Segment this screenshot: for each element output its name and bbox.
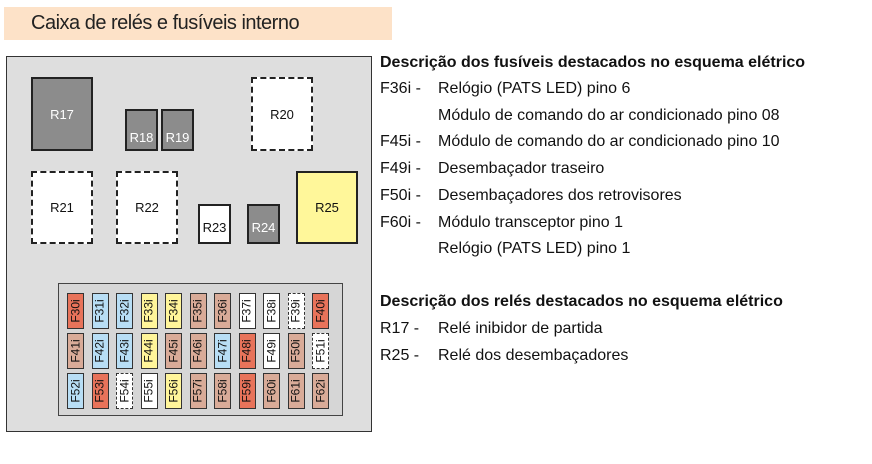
- fuse-f37i: F37i: [238, 293, 256, 329]
- fuse-label: F54i: [117, 379, 132, 403]
- fuse-label: F46i: [191, 339, 205, 363]
- fuse-f55i: F55i: [140, 373, 158, 409]
- fuse-f48i: F48i: [238, 333, 256, 369]
- relay-r24: R24: [247, 204, 280, 244]
- item-description: Módulo de comando do ar condicionado pin…: [438, 106, 780, 124]
- fuse-label: F40i: [313, 299, 328, 323]
- item-code: F36i -: [380, 80, 421, 97]
- fuse-f57i: F57i: [189, 373, 207, 409]
- fuse-f50i: F50i: [287, 333, 305, 369]
- relay-r25: R25: [296, 171, 358, 244]
- fuse-label: F39i: [289, 299, 303, 323]
- fuse-f46i: F46i: [189, 333, 207, 369]
- fuse-label: F52i: [68, 379, 83, 403]
- fuse-f41i: F41i: [67, 333, 84, 369]
- fuse-label: F51i: [313, 339, 328, 363]
- item-description: Relógio (PATS LED) pino 6: [438, 80, 631, 97]
- fuse-label: F31i: [93, 299, 107, 323]
- item-code: F49i -: [380, 160, 421, 178]
- fuse-f44i: F44i: [140, 333, 158, 369]
- fuse-f38i: F38i: [263, 293, 280, 329]
- item-description: Relógio (PATS LED) pino 1: [438, 240, 631, 258]
- fuse-f39i: F39i: [287, 293, 305, 329]
- fuse-f54i: F54i: [116, 373, 133, 409]
- item-description: Desembaçadores dos retrovisores: [438, 186, 682, 204]
- relay-r23: R23: [198, 204, 231, 244]
- item-code: R17 -: [380, 320, 420, 337]
- fuse-f56i: F56i: [165, 373, 182, 409]
- fuse-label: F33i: [142, 299, 156, 323]
- fuse-f30i: F30i: [67, 293, 84, 329]
- item-description: Módulo de comando do ar condicionado pin…: [438, 133, 780, 151]
- fuse-label: F37i: [240, 299, 254, 323]
- relay-r21: R21: [31, 171, 93, 244]
- fuse-label: F47i: [215, 339, 230, 363]
- fuse-label: F50i: [289, 339, 303, 363]
- item-code: F50i -: [380, 186, 421, 204]
- fuse-label: F44i: [142, 339, 156, 363]
- relay-r20: R20: [251, 77, 313, 151]
- fuse-f49i: F49i: [263, 333, 280, 369]
- item-code: F45i -: [380, 133, 421, 151]
- fuse-f52i: F52i: [67, 373, 84, 409]
- item-code: F60i -: [380, 213, 421, 231]
- item-description: Módulo transceptor pino 1: [438, 213, 623, 231]
- fuse-f47i: F47i: [214, 333, 231, 369]
- item-code: R25 -: [380, 346, 420, 364]
- relay-r22: R22: [116, 171, 178, 244]
- fuse-label: F43i: [117, 339, 132, 363]
- fuse-label: F62i: [313, 379, 328, 403]
- fuse-label: F45i: [166, 339, 181, 363]
- relay-r17: R17: [31, 77, 93, 151]
- fuse-f31i: F31i: [91, 293, 109, 329]
- fuse-label: F61i: [289, 379, 303, 403]
- fuse-label: F57i: [191, 379, 205, 403]
- fuse-label: F41i: [68, 339, 83, 363]
- fuse-f32i: F32i: [116, 293, 133, 329]
- item-description: Relé inibidor de partida: [438, 320, 603, 337]
- fuse-label: F53i: [93, 379, 107, 403]
- item-description: Desembaçador traseiro: [438, 160, 605, 178]
- fuse-label: F59i: [240, 379, 254, 403]
- fuse-f45i: F45i: [165, 333, 182, 369]
- fuse-label: F36i: [215, 299, 230, 323]
- section-title: Caixa de relés e fusíveis interno: [31, 12, 300, 34]
- fuse-f53i: F53i: [91, 373, 109, 409]
- relay-r18: R18: [125, 109, 158, 151]
- fuse-label: F42i: [93, 339, 107, 363]
- fuse-label: F48i: [240, 339, 254, 363]
- relay-r19: R19: [161, 109, 194, 151]
- fuse-f36i: F36i: [214, 293, 231, 329]
- fuse-label: F32i: [117, 299, 132, 323]
- fuse-f62i: F62i: [312, 373, 329, 409]
- fuse-f35i: F35i: [189, 293, 207, 329]
- fuse-panel: F30i F31i F32i F33i F34i F35i F36i F37i F38i F39i…: [58, 283, 343, 416]
- fuse-f61i: F61i: [287, 373, 305, 409]
- fuse-f33i: F33i: [140, 293, 158, 329]
- fuse-label: F38i: [264, 299, 279, 323]
- item-description: Relé dos desembaçadores: [438, 346, 629, 364]
- fuse-section-heading: Descrição dos fusíveis destacados no esq…: [380, 54, 806, 71]
- fuse-label: F55i: [142, 379, 156, 403]
- fuse-label: F35i: [191, 299, 205, 323]
- fuse-label: F60i: [264, 379, 279, 403]
- relay-section-heading: Descrição dos relés destacados no esquem…: [380, 293, 783, 310]
- fuse-f51i: F51i: [312, 333, 329, 369]
- fuse-f60i: F60i: [263, 373, 280, 409]
- fuse-label: F56i: [166, 379, 181, 403]
- fuse-f59i: F59i: [238, 373, 256, 409]
- fuse-f43i: F43i: [116, 333, 133, 369]
- fuse-label: F49i: [264, 339, 279, 363]
- fuse-label: F30i: [68, 299, 83, 323]
- fuse-f40i: F40i: [312, 293, 329, 329]
- section-title-bar: Caixa de relés e fusíveis interno: [4, 7, 392, 40]
- fuse-f42i: F42i: [91, 333, 109, 369]
- fuse-label: F34i: [166, 299, 181, 323]
- fuse-label: F58i: [215, 379, 230, 403]
- fuse-f34i: F34i: [165, 293, 182, 329]
- fuse-f58i: F58i: [214, 373, 231, 409]
